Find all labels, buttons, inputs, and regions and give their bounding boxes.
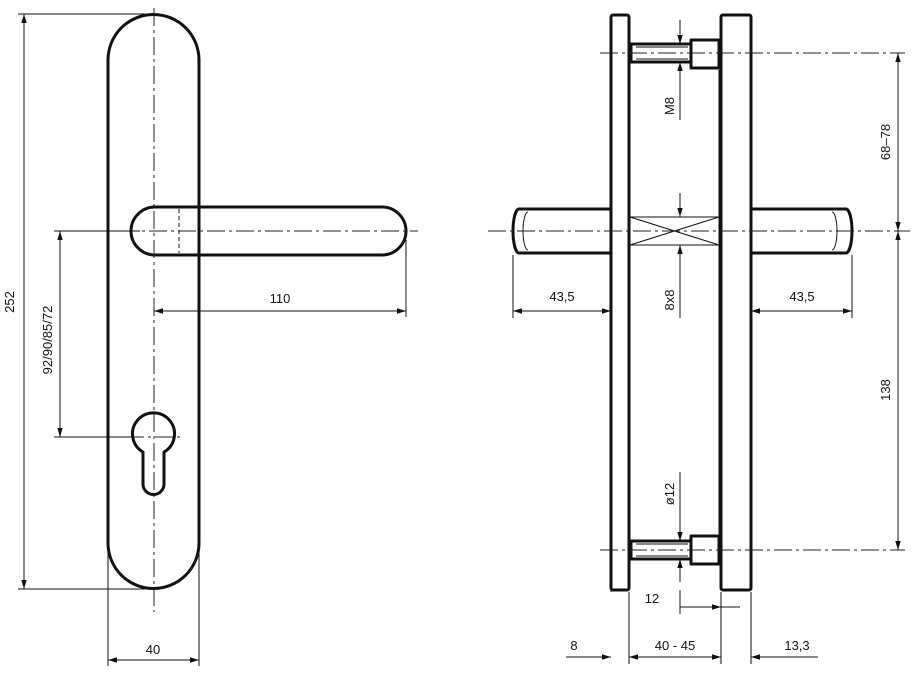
front-view: 252 92/90/85/72 110 40 bbox=[2, 8, 418, 666]
dim-handle-height-options: 92/90/85/72 bbox=[40, 306, 55, 375]
handle-lever bbox=[129, 205, 408, 257]
dim-plate-width: 40 bbox=[146, 642, 160, 657]
left-plate bbox=[609, 13, 631, 592]
keyhole bbox=[131, 411, 176, 496]
dim-sleeve-length: 12 bbox=[645, 591, 659, 606]
dim-protrusion-left: 43,5 bbox=[549, 289, 574, 304]
dim-sleeve-spacing: 138 bbox=[878, 379, 893, 401]
dim-protrusion-right: 43,5 bbox=[789, 289, 814, 304]
side-view: M8 8x8 ø12 43,5 43,5 68–78 138 12 bbox=[488, 13, 910, 664]
dim-screw-thread: M8 bbox=[662, 97, 677, 115]
right-plate bbox=[719, 13, 753, 592]
dim-plate-thickness: 8 bbox=[570, 638, 577, 653]
dim-sleeve-diameter: ø12 bbox=[662, 483, 677, 505]
dim-door-thickness: 40 - 45 bbox=[655, 638, 695, 653]
dim-screw-spacing: 68–78 bbox=[878, 124, 893, 160]
backplate-outline bbox=[106, 13, 201, 590]
top-screw bbox=[629, 38, 721, 70]
dim-rosette-thickness: 13,3 bbox=[784, 638, 809, 653]
dim-spindle: 8x8 bbox=[662, 290, 677, 311]
dim-overall-height: 252 bbox=[2, 291, 17, 313]
dim-handle-length: 110 bbox=[270, 291, 291, 306]
